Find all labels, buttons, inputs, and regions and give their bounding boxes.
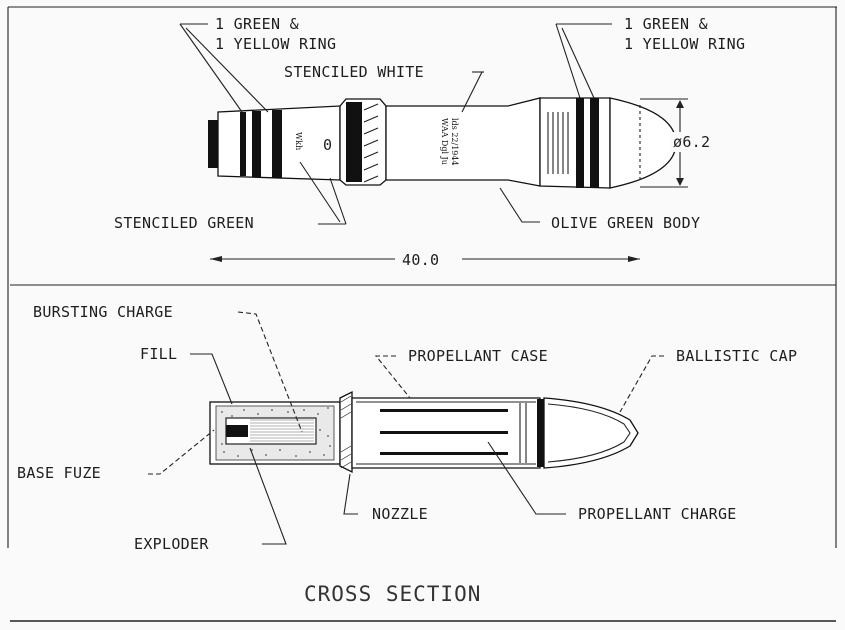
right-rings-label-2: 1 YELLOW RING <box>624 35 745 53</box>
olive-leader <box>499 187 540 223</box>
propellant-charge-label: PROPELLANT CHARGE <box>578 505 737 523</box>
propellant-stick-3 <box>380 452 508 455</box>
rear-ring-3 <box>272 110 282 178</box>
top-callouts: 1 GREEN & 1 YELLOW RING 1 GREEN & 1 YELL… <box>114 15 745 232</box>
length-arrow-left <box>210 256 222 262</box>
dim-arrow-up <box>676 100 684 108</box>
bursting-charge-label: BURSTING CHARGE <box>33 303 173 321</box>
length-arrow-right <box>628 256 640 262</box>
front-ring-2 <box>590 98 599 188</box>
cross-section-callouts: BURSTING CHARGE FILL PROPELLANT CASE BAL… <box>17 303 797 553</box>
stencil-line-1: WAA Dgl Ju <box>440 118 449 165</box>
collar-hatch <box>363 103 379 183</box>
left-rings-label-2: 1 YELLOW RING <box>215 35 336 53</box>
right-rings-label-1: 1 GREEN & <box>624 15 708 33</box>
front-ring-1 <box>576 98 584 188</box>
stenciled-green-label: STENCILED GREEN <box>114 214 254 232</box>
nozzle-label: NOZZLE <box>372 505 428 523</box>
stencil-mark: Wkh <box>294 132 303 150</box>
rear-ring-2 <box>252 111 261 177</box>
nose-cap <box>609 97 677 189</box>
diameter-label: ø6.2 <box>673 133 710 151</box>
front-section <box>539 97 611 189</box>
exploder-label: EXPLODER <box>134 535 209 553</box>
case-end-plate <box>537 399 544 467</box>
fill-stipple <box>221 407 331 457</box>
base-fuze-label: BASE FUZE <box>17 464 101 482</box>
rear-ring-1 <box>240 112 246 176</box>
collar-dark <box>346 102 362 182</box>
ballistic-cap-label: BALLISTIC CAP <box>676 347 797 365</box>
projectile-cross-section <box>209 390 639 474</box>
olive-green-body-label: OLIVE GREEN BODY <box>551 214 700 232</box>
stenciled-white-label: STENCILED WHITE <box>284 63 424 81</box>
base-stub <box>208 120 218 168</box>
propellant-case-label: PROPELLANT CASE <box>408 347 548 365</box>
ballistic-cap-inner <box>547 403 631 463</box>
dim-arrow-down <box>676 178 684 186</box>
fill-label: FILL <box>140 345 177 363</box>
nozzle-hatch <box>340 395 352 469</box>
ballistic-cap <box>543 397 639 469</box>
stencil-line-2: lds 22/1944 <box>450 118 459 166</box>
front-hatch <box>547 112 569 174</box>
left-rings-label-1: 1 GREEN & <box>215 15 299 33</box>
dim-bg <box>670 132 708 152</box>
caption: CROSS SECTION <box>304 582 481 606</box>
nozzle <box>339 390 353 474</box>
length-label: 40.0 <box>402 251 439 269</box>
stencil-zero: 0 <box>323 136 332 154</box>
base-fuze <box>226 425 248 437</box>
propellant-stick-1 <box>380 409 508 412</box>
propellant-stick-2 <box>380 431 508 434</box>
projectile-exterior-view: Wkh 0 WAA Dgl Ju lds 22/1944 ø6.2 40.0 <box>208 97 710 269</box>
bursting-charge-hatch <box>250 419 314 442</box>
